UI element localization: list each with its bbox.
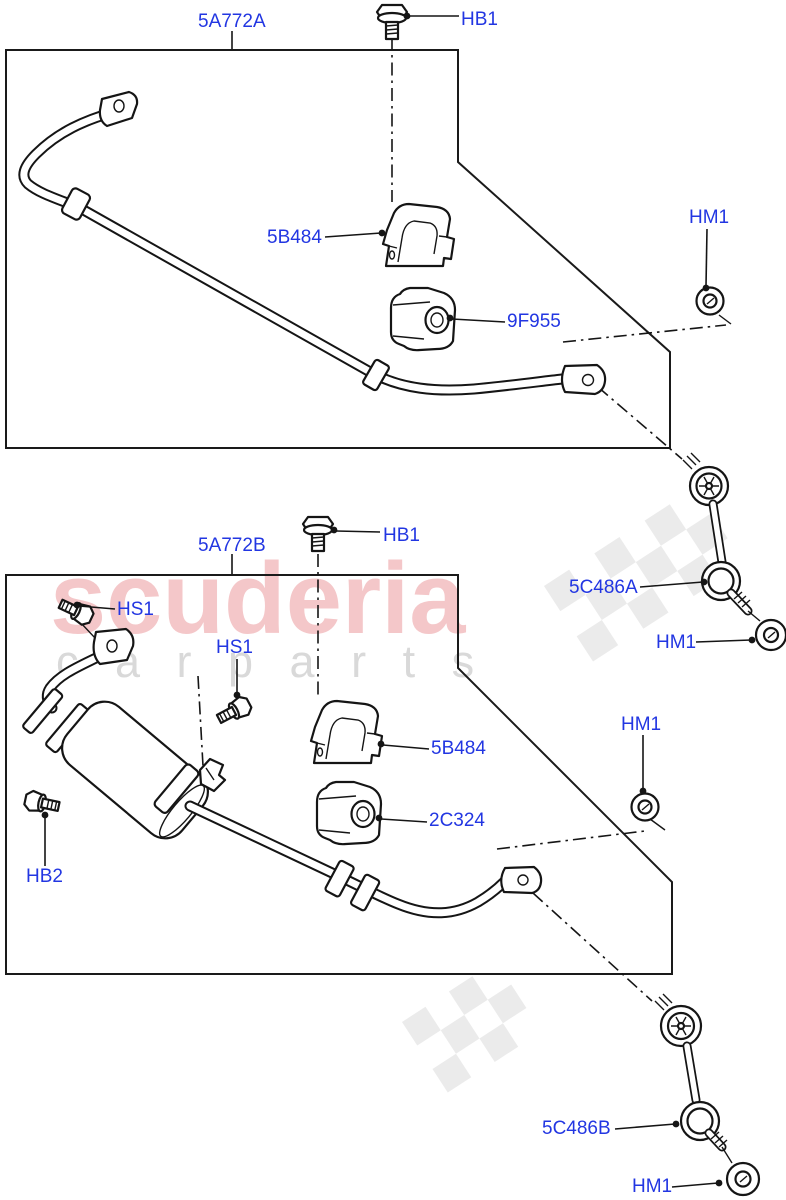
leader-lines <box>41 12 756 1188</box>
part-hm1-rear-bottom-nut <box>725 1161 761 1197</box>
label-hb1-front[interactable]: HB1 <box>461 9 498 30</box>
part-9f955-front-bushing <box>389 286 457 352</box>
label-5b484-rear[interactable]: 5B484 <box>431 738 486 759</box>
part-hb2-bolt <box>22 788 62 818</box>
label-5c486a[interactable]: 5C486A <box>569 577 638 598</box>
rear-assembly-frame <box>5 574 673 975</box>
label-5b484-front[interactable]: 5B484 <box>267 227 322 248</box>
part-hm1-front-top-nut <box>695 286 725 316</box>
part-hm1-rear-top-nut <box>630 792 660 822</box>
part-5b484-rear-bracket <box>309 699 384 765</box>
part-hm1-front-bottom-nut <box>754 618 786 652</box>
part-hb1-front-bolt <box>375 3 409 41</box>
label-hb2[interactable]: HB2 <box>26 866 63 887</box>
part-hs1-screw-2 <box>213 693 255 729</box>
label-hb1-rear[interactable]: HB1 <box>383 525 420 546</box>
part-5c486a-front-link <box>682 452 761 622</box>
label-hm1-rear-top[interactable]: HM1 <box>621 714 662 735</box>
front-assembly-frame <box>5 49 671 449</box>
label-hm1-front-bottom[interactable]: HM1 <box>656 632 697 653</box>
assembly-centerlines <box>79 37 732 1002</box>
checkered-flag-watermark-upper <box>544 504 728 662</box>
label-hm1-rear-bottom[interactable]: HM1 <box>632 1176 673 1197</box>
label-5c486b[interactable]: 5C486B <box>542 1118 611 1139</box>
label-5a772b[interactable]: 5A772B <box>198 535 266 556</box>
part-2c324-rear-bushing <box>315 780 383 846</box>
part-5c486b-rear-link <box>654 993 733 1164</box>
part-5a772b-rear-stabilizer-bar <box>22 627 543 919</box>
label-9f955[interactable]: 9F955 <box>507 311 561 332</box>
label-hs1-1[interactable]: HS1 <box>117 599 154 620</box>
label-hm1-front-top[interactable]: HM1 <box>689 207 730 228</box>
label-hs1-2[interactable]: HS1 <box>216 637 253 658</box>
part-5a772a-front-stabilizer-bar <box>18 90 607 396</box>
part-hb1-rear-bolt <box>301 515 335 553</box>
checkered-flag-watermark-lower <box>402 976 527 1093</box>
label-5a772a[interactable]: 5A772A <box>198 11 266 32</box>
part-hs1-screw-1 <box>55 593 97 629</box>
label-2c324[interactable]: 2C324 <box>429 810 485 831</box>
part-5b484-front-bracket <box>381 202 456 268</box>
